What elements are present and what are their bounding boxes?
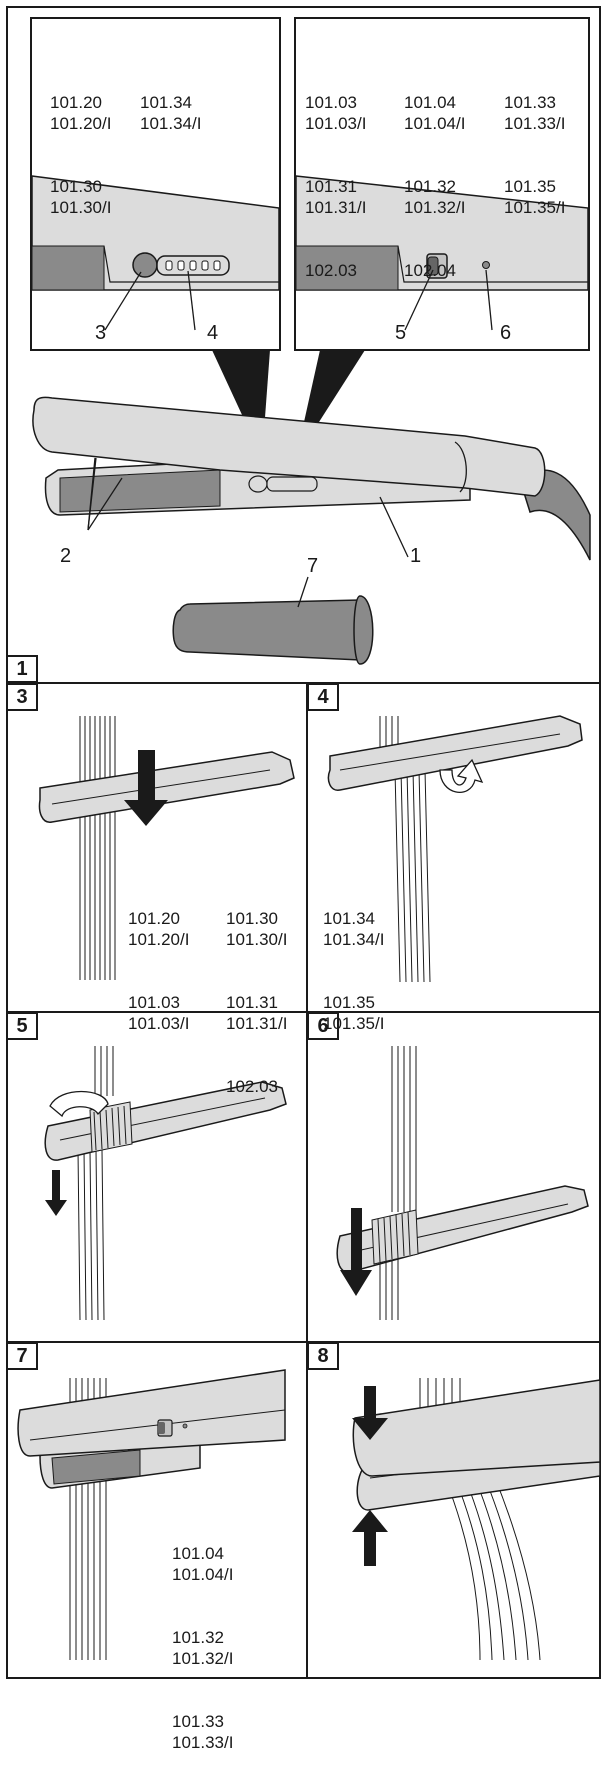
callout-2: 2 — [60, 545, 72, 567]
callout-7: 7 — [307, 555, 319, 577]
protective-cap — [172, 576, 374, 665]
panel5-art — [44, 1046, 287, 1321]
figure-badge-6: 6 — [307, 1012, 339, 1040]
wrap-arrow-icon — [49, 1090, 109, 1118]
inset-right — [294, 17, 590, 351]
figure-badge-5: 5 — [6, 1012, 38, 1040]
down-arrow-small-icon — [45, 1170, 67, 1216]
panel8-art — [352, 1378, 601, 1661]
illustration-canvas — [6, 17, 601, 1679]
panel3-art — [38, 716, 295, 980]
press-up-arrow-icon — [352, 1510, 388, 1566]
rotate-arrow-icon — [439, 758, 484, 793]
indicator-light — [482, 261, 490, 269]
figure-badge-1: 1 — [6, 655, 38, 683]
panel4-art — [327, 715, 583, 983]
down-arrow-icon — [340, 1208, 372, 1296]
figure-badge-4: 4 — [307, 683, 339, 711]
inset-left — [30, 17, 281, 351]
straightener-main — [32, 396, 591, 561]
panel7-art — [17, 1369, 286, 1660]
press-down-arrow-icon — [352, 1386, 388, 1440]
page-frame — [6, 6, 601, 1679]
down-arrow-icon — [124, 750, 168, 826]
callout-4: 4 — [207, 322, 219, 344]
figure-badge-3: 3 — [6, 683, 38, 711]
callout-6: 6 — [500, 322, 512, 344]
temperature-button — [132, 252, 158, 278]
callout-1: 1 — [410, 545, 422, 567]
callout-5: 5 — [395, 322, 407, 344]
figure-badge-7: 7 — [6, 1342, 38, 1370]
figure-badge-8: 8 — [307, 1342, 339, 1370]
callout-3: 3 — [95, 322, 107, 344]
panel6-art — [336, 1046, 589, 1320]
